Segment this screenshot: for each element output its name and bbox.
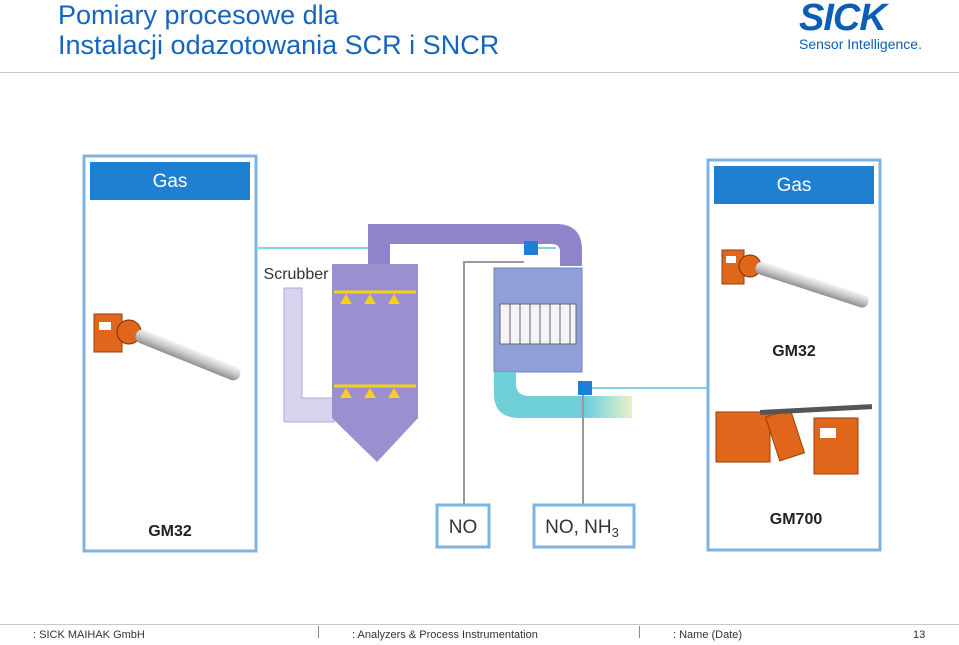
right-analyzer-panel: Gas GM32 GM700 [706, 158, 882, 552]
sensor-point-lower [578, 381, 592, 395]
measurement-no-nh3-sub: 3 [612, 525, 619, 540]
left-panel-header: Gas [153, 171, 188, 192]
scr-reactor [493, 267, 632, 418]
left-analyzer-panel: Gas GM32 [82, 154, 258, 553]
gm32-probe-left-icon [93, 313, 241, 381]
sample-line-no [463, 261, 524, 505]
left-panel-header-bar [90, 162, 250, 200]
footer-company: : SICK MAIHAK GmbH [33, 629, 145, 641]
header-divider [0, 72, 959, 73]
footer-separator-1 [318, 626, 319, 638]
footer-name-date: : Name (Date) [673, 629, 743, 641]
measurement-box-no-nh3: NO, NH3 [532, 503, 636, 549]
right-analyzer-label-top: GM32 [772, 343, 816, 360]
page-title: Pomiary procesowe dla Instalacji odazoto… [58, 0, 499, 60]
gm32-probe-right-icon [721, 249, 869, 308]
right-panel-header-bar [714, 166, 874, 204]
footer-separator-2 [639, 626, 640, 638]
logo-tagline: Sensor Intelligence. [799, 36, 922, 52]
svg-text:NO: NO [449, 517, 478, 538]
scrubber: Scrubber [264, 224, 582, 462]
footer-division: : Analyzers & Process Instrumentation [352, 629, 538, 641]
footer-divider [0, 624, 959, 625]
scrubber-label: Scrubber [264, 266, 330, 283]
gm700-analyzer-icon [715, 404, 873, 475]
page-number: 13 [913, 629, 926, 641]
page-title-line-1: Pomiary procesowe dla [58, 0, 339, 30]
measurement-box-no: NO [435, 503, 491, 549]
right-panel-header: Gas [777, 175, 812, 196]
logo-wordmark: SICK [799, 0, 887, 39]
sick-logo: SICK Sensor Intelligence. [799, 0, 939, 52]
right-analyzer-label-bottom: GM700 [770, 511, 823, 528]
svg-text:NO, NH3: NO, NH3 [545, 517, 619, 540]
sensor-point-upper [524, 241, 538, 255]
left-analyzer-label: GM32 [148, 523, 192, 540]
measurement-no-nh3-main: NO, NH [545, 517, 612, 538]
page-title-line-2: Instalacji odazotowania SCR i SNCR [58, 30, 500, 60]
